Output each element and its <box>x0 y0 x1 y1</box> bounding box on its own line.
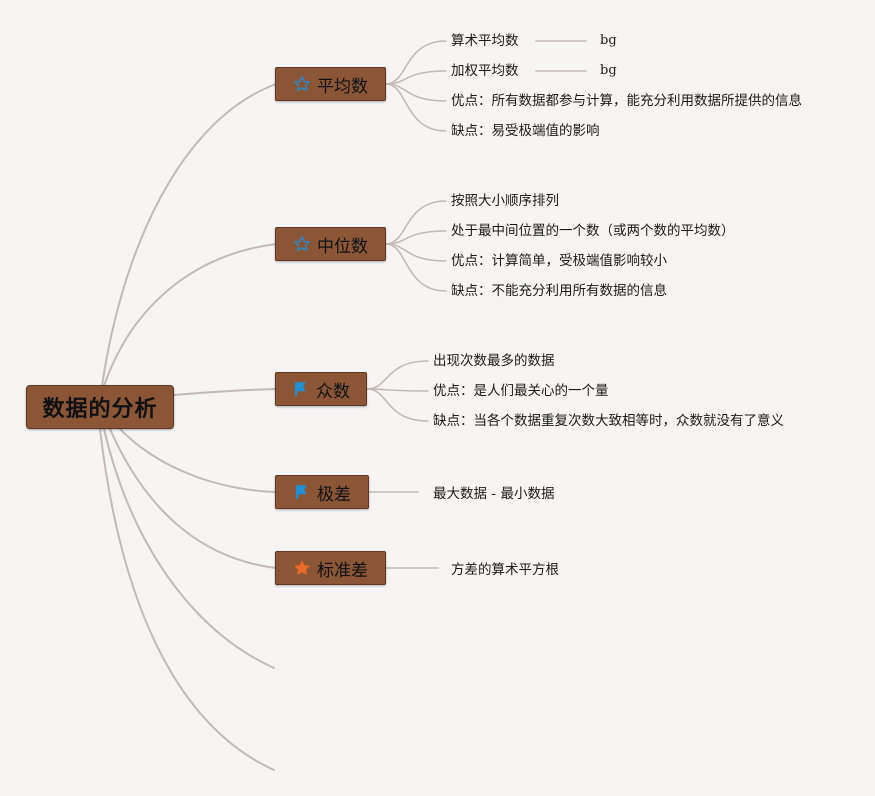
leaf-mean-weighted[interactable]: 加权平均数 <box>451 63 519 79</box>
leaf-mode-cons[interactable]: 缺点：当各个数据重复次数大致相等时，众数就没有了意义 <box>433 413 784 429</box>
branch-node-std-dev[interactable]: 标准差 <box>275 551 386 585</box>
connector-root-to-mean <box>101 83 277 387</box>
branch-node-mode[interactable]: 众数 <box>275 372 367 406</box>
branch-node-range[interactable]: 极差 <box>275 475 369 509</box>
connector-median-leaf <box>385 243 447 292</box>
leaf-mean-cons[interactable]: 缺点：易受极端值的影响 <box>451 123 600 139</box>
branch-label: 极差 <box>317 484 351 505</box>
connector-mode-leaf <box>366 388 429 422</box>
flag-icon <box>293 483 311 501</box>
leaf-std-dev-definition[interactable]: 方差的算术平方根 <box>451 562 559 578</box>
connector-mean-leaf <box>385 40 447 85</box>
connector-root-to-std-dev <box>109 428 277 569</box>
branch-label: 众数 <box>316 381 350 402</box>
connector-mean-leaf <box>385 70 447 85</box>
branch-node-mean[interactable]: 平均数 <box>275 67 386 101</box>
connector-root-to-mode <box>173 388 277 396</box>
connector-median-leaf <box>385 200 447 245</box>
connector-root-to-range <box>119 428 277 493</box>
branch-label: 平均数 <box>317 76 368 97</box>
star-filled-icon <box>293 559 311 577</box>
connector-empty-branch <box>103 428 275 669</box>
star-outline-icon <box>293 235 311 253</box>
leaf-range-formula[interactable]: 最大数据 - 最小数据 <box>433 486 555 502</box>
connector-root-to-median <box>103 243 277 387</box>
leaf-mode-definition[interactable]: 出现次数最多的数据 <box>433 353 555 369</box>
leaf-tag[interactable]: bg <box>600 33 617 48</box>
leaf-median-middle[interactable]: 处于最中间位置的一个数（或两个数的平均数） <box>451 223 735 239</box>
leaf-mean-pros[interactable]: 优点：所有数据都参与计算，能充分利用数据所提供的信息 <box>451 93 802 109</box>
root-node[interactable]: 数据的分析 <box>26 385 174 429</box>
root-node-label: 数据的分析 <box>42 397 158 422</box>
branch-label: 中位数 <box>317 236 368 257</box>
branch-node-median[interactable]: 中位数 <box>275 227 386 261</box>
connector-mean-leaf <box>385 83 447 132</box>
flag-icon <box>292 380 310 398</box>
leaf-tag[interactable]: bg <box>600 63 617 78</box>
leaf-median-pros[interactable]: 优点：计算简单，受极端值影响较小 <box>451 253 667 269</box>
connector-median-leaf <box>385 230 447 245</box>
leaf-mode-pros[interactable]: 优点：是人们最关心的一个量 <box>433 383 609 399</box>
leaf-mean-arithmetic[interactable]: 算术平均数 <box>451 33 519 49</box>
branch-label: 标准差 <box>317 560 368 581</box>
leaf-median-cons[interactable]: 缺点：不能充分利用所有数据的信息 <box>451 283 667 299</box>
star-outline-icon <box>293 75 311 93</box>
connector-empty-branch <box>99 428 275 771</box>
connector-mode-leaf <box>366 360 429 390</box>
leaf-median-order[interactable]: 按照大小顺序排列 <box>451 193 559 209</box>
